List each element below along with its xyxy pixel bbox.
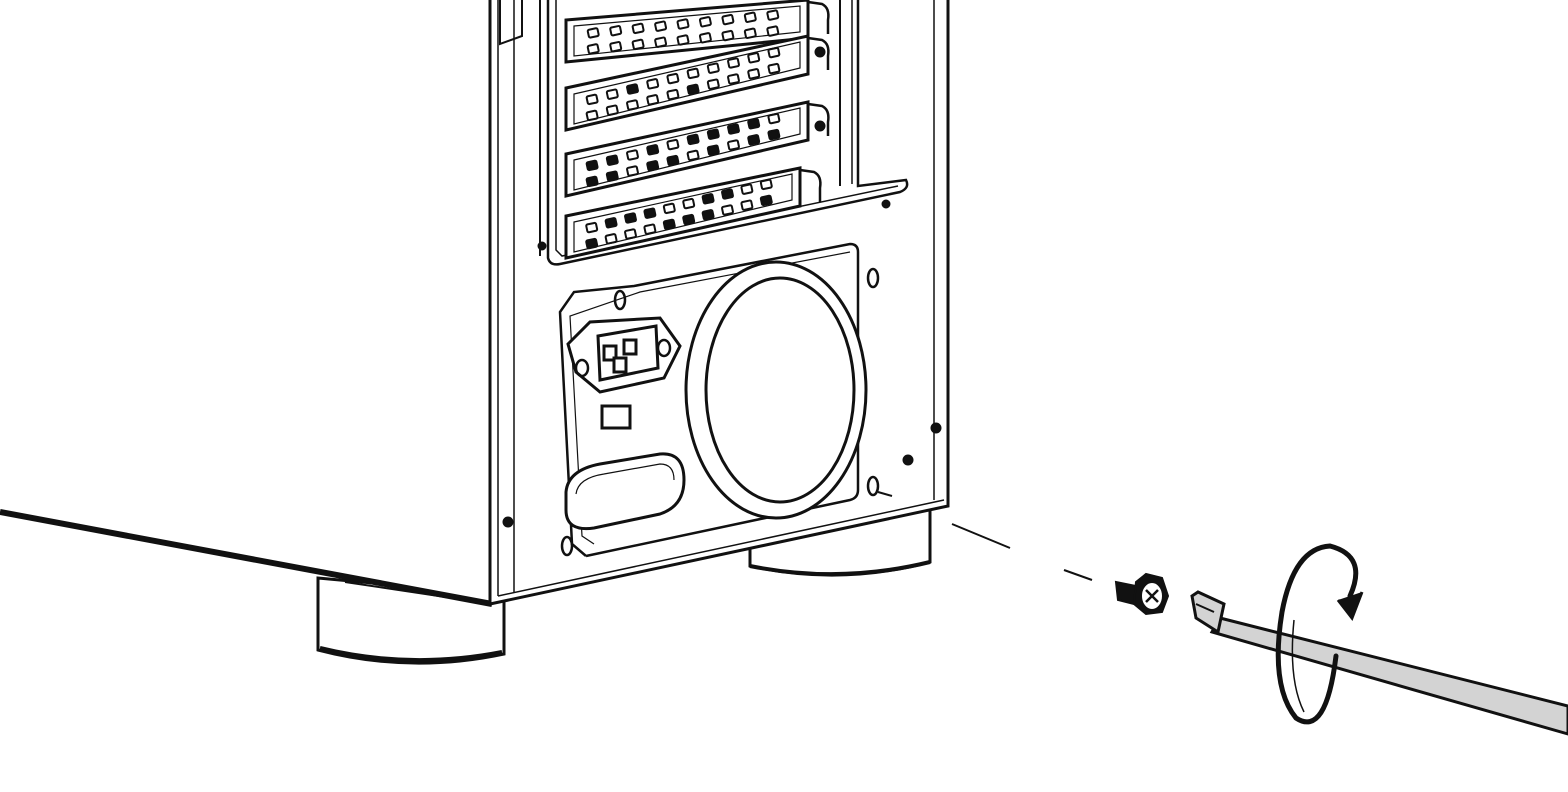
slot-vent-hole xyxy=(604,217,618,229)
slot-vent-hole xyxy=(662,218,676,231)
expansion-slot-bracket xyxy=(564,34,830,132)
mounting-screw xyxy=(1114,572,1170,616)
psu-screw-hole xyxy=(613,289,627,311)
slot-vent-hole xyxy=(743,27,757,39)
slot-vent-hole xyxy=(706,128,720,140)
psu-fan-vent xyxy=(684,260,868,520)
rotation-arrow xyxy=(1275,543,1364,725)
slot-vent-hole xyxy=(604,233,618,245)
slot-vent-hole xyxy=(686,67,700,80)
slot-vent-hole xyxy=(721,204,734,216)
slot-vent-hole xyxy=(766,25,780,37)
slot-vent-hole xyxy=(676,18,690,30)
slot-vent-hole xyxy=(624,212,637,224)
slot-vent-hole xyxy=(585,175,599,188)
slot-vent-hole xyxy=(747,68,761,80)
slot-vent-hole xyxy=(609,25,623,37)
slot-vent-hole xyxy=(666,138,680,151)
slot-vent-hole xyxy=(626,83,639,95)
slot-vent-hole xyxy=(767,46,781,59)
slot-vent-hole xyxy=(698,32,712,44)
slot-vent-hole xyxy=(646,144,660,156)
psu-screw-hole xyxy=(560,535,574,557)
slot-vent-hole xyxy=(626,99,639,111)
slot-vent-hole xyxy=(646,78,660,90)
slot-vent-hole xyxy=(747,52,761,64)
slot-vent-hole xyxy=(701,193,715,205)
slot-vent-hole xyxy=(747,134,761,146)
slot-vent-hole xyxy=(666,72,680,85)
slot-vent-hole xyxy=(643,207,657,219)
slot-vent-hole xyxy=(586,27,600,39)
case-foot-right xyxy=(748,504,932,577)
slot-vent-hole xyxy=(686,83,700,96)
power-inlet-socket xyxy=(566,316,682,430)
slot-vent-hole xyxy=(676,34,690,46)
slot-vent-hole xyxy=(766,9,780,21)
slot-vent-hole xyxy=(767,112,781,125)
slot-vent-hole xyxy=(759,194,773,207)
slot-vent-hole xyxy=(605,88,619,100)
slot-vent-hole xyxy=(727,57,740,69)
slot-vent-hole xyxy=(740,183,754,195)
slot-vent-hole xyxy=(743,11,757,23)
case-side-panel xyxy=(0,0,493,607)
slot-vent-hole xyxy=(701,209,715,221)
phillips-screwdriver xyxy=(1190,590,1568,736)
slot-vent-hole xyxy=(631,38,645,51)
slot-vent-hole xyxy=(586,43,600,55)
power-switch-cutout xyxy=(564,452,686,531)
slot-vent-hole xyxy=(585,159,599,172)
slot-vent-hole xyxy=(727,73,740,85)
psu-screw-hole xyxy=(866,267,880,289)
slot-vent-hole xyxy=(706,144,720,156)
slot-vent-hole xyxy=(646,94,660,106)
slot-vent-hole xyxy=(631,22,645,35)
slot-vent-hole xyxy=(686,133,700,146)
slot-vent-hole xyxy=(662,202,676,215)
slot-vent-hole xyxy=(654,36,668,48)
slot-vent-hole xyxy=(706,78,720,90)
expansion-slot-bracket xyxy=(564,100,830,198)
slot-vent-hole xyxy=(721,188,734,200)
slot-vent-hole xyxy=(605,104,619,116)
expansion-slot-bracket xyxy=(564,166,822,260)
slot-vent-hole xyxy=(686,149,700,162)
slot-vent-hole xyxy=(759,178,773,191)
slot-vent-hole xyxy=(706,62,720,74)
slot-vent-hole xyxy=(585,221,599,234)
slot-vent-hole xyxy=(666,154,680,167)
slot-vent-hole xyxy=(585,109,599,122)
screw-guide-line xyxy=(877,491,1093,581)
slot-vent-hole xyxy=(698,16,712,28)
slot-vent-hole xyxy=(682,197,696,210)
slot-vent-hole xyxy=(682,213,696,226)
slot-vent-hole xyxy=(740,199,754,211)
slot-vent-hole xyxy=(626,149,639,161)
slot-vent-hole xyxy=(605,154,619,166)
slot-vent-hole xyxy=(666,88,680,101)
slot-vent-hole xyxy=(721,29,735,42)
slot-vent-hole xyxy=(624,228,637,240)
slot-vent-hole xyxy=(654,20,668,32)
slot-vent-hole xyxy=(747,118,761,130)
slot-vent-hole xyxy=(585,237,599,250)
slot-vent-hole xyxy=(727,123,740,135)
expansion-slot-brackets xyxy=(564,0,830,260)
slot-vent-hole xyxy=(727,139,740,151)
psu-screw-hole-target xyxy=(866,475,880,497)
slot-vent-hole xyxy=(609,41,623,53)
slot-vent-hole xyxy=(767,128,781,141)
slot-vent-hole xyxy=(646,160,660,172)
slot-vent-hole xyxy=(585,93,599,106)
slot-vent-hole xyxy=(605,170,619,182)
slot-vent-hole xyxy=(626,165,639,177)
slot-vent-hole xyxy=(643,223,657,235)
slot-vent-hole xyxy=(767,62,781,75)
slot-vent-hole xyxy=(721,13,735,26)
